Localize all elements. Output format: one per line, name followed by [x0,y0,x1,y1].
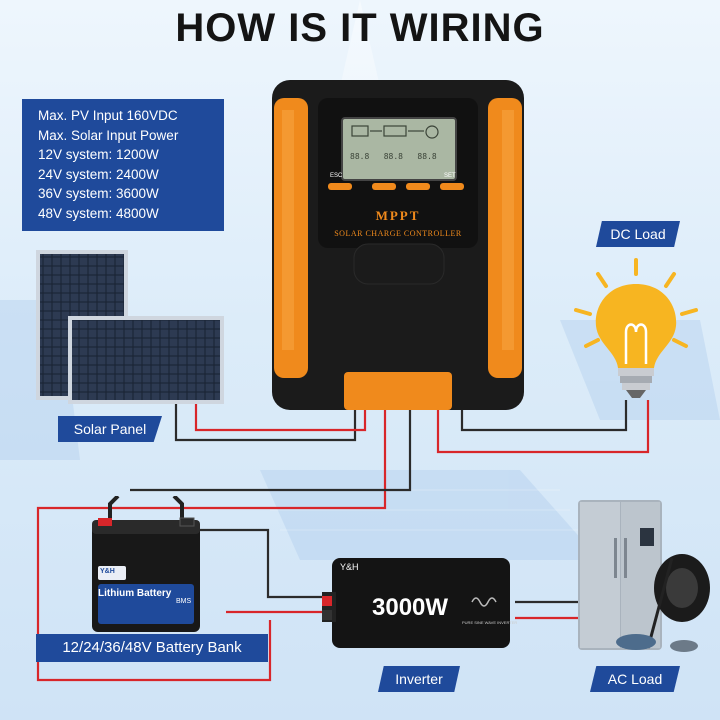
battery-brand: Y&H [100,568,115,575]
spec-line: Max. PV Input 160VDC [38,108,178,123]
solar-panel-icon [36,250,224,404]
solar-panel-label: Solar Panel [58,416,162,442]
lcd-display: 88.8 88.8 88.8 [350,152,437,161]
light-bulb-icon [574,258,698,398]
battery-bank-label: 12/24/36/48V Battery Bank [36,634,268,662]
inverter-brand: Y&H [340,562,359,572]
inverter-power: 3000W [372,594,449,621]
dc-load-label: DC Load [596,221,680,247]
wire-pv-negative [174,400,357,442]
wire-pv-positive [194,400,367,432]
wire-load-negative [460,400,628,432]
battery-bms-badge: BMS [176,598,192,605]
wire-battery-negative [130,408,412,492]
controller-subtitle: SOLAR CHARGE CONTROLLER [334,229,462,238]
spec-line: 36V system: 3600W [38,186,159,201]
inverter-small-text: PURE SINE WAVE INVERTER [462,620,518,625]
spec-line: 12V system: 1200W [38,147,159,162]
wire-inverter-negative [200,528,330,599]
inverter-label: Inverter [378,666,460,692]
spec-box: Max. PV Input 160VDC Max. Solar Input Po… [22,99,224,231]
spec-line: 48V system: 4800W [38,205,159,221]
set-label: SET [444,173,456,179]
page-title: HOW IS IT WIRING [175,6,545,50]
esc-label: ESC [330,173,343,179]
spec-line: 24V system: 2400W [38,166,159,182]
wire-battery-positive [36,408,387,682]
battery-icon [92,496,200,632]
wire-load-positive [436,400,650,454]
charge-controller: 88.8 88.8 88.8 ESC SET MPPT SOLAR CHARGE… [272,80,524,410]
inverter-icon [322,558,510,648]
spec-line: Max. Solar Input Power [38,127,179,143]
battery-label: Lithium Battery [98,588,172,599]
ac-load-label: AC Load [590,666,680,692]
ac-appliances-icon [578,500,710,652]
controller-brand: MPPT [375,208,421,223]
